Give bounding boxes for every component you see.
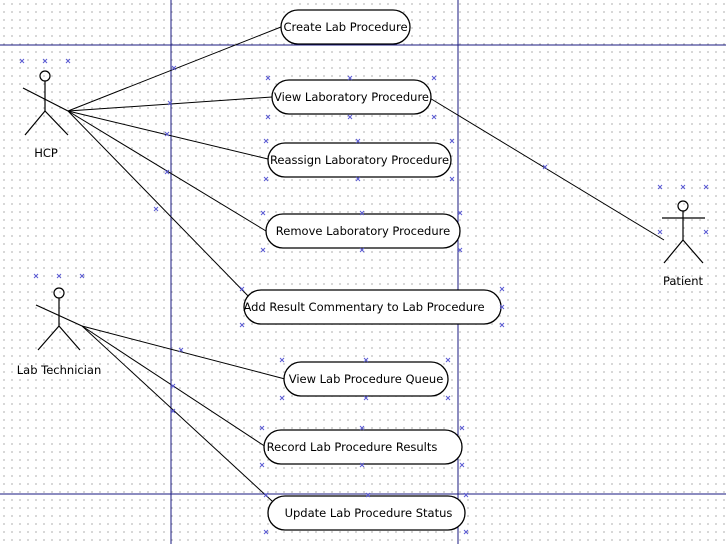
association-hcp-view[interactable] — [67, 96, 273, 112]
handle-mark — [260, 247, 266, 253]
association-hcp-remove[interactable] — [67, 110, 267, 232]
handle-mark — [153, 206, 159, 212]
actor-handles — [33, 273, 85, 279]
use-case-view-lab-procedure-queue[interactable]: View Lab Procedure Queue — [283, 361, 449, 397]
handle-mark — [260, 210, 266, 216]
handle-mark — [359, 462, 365, 468]
association-labtech-update[interactable] — [81, 325, 273, 502]
handle-mark — [431, 75, 437, 81]
handle-mark — [459, 462, 465, 468]
handle-mark — [263, 529, 269, 535]
handle-mark — [265, 114, 271, 120]
handle-mark — [355, 138, 361, 144]
handle-mark — [355, 176, 361, 182]
use-case-create-lab-procedure[interactable]: Create Lab Procedure — [280, 9, 411, 45]
handle-mark — [259, 462, 265, 468]
use-case-reassign-laboratory-procedure[interactable]: Reassign Laboratory Procedure — [267, 142, 452, 178]
handle-mark — [263, 492, 269, 498]
use-case-label: Add Result Commentary to Lab Procedure — [243, 300, 484, 314]
use-case-label: View Laboratory Procedure — [274, 90, 429, 104]
use-case-remove-laboratory-procedure[interactable]: Remove Laboratory Procedure — [265, 213, 461, 249]
use-case-selection-handles — [239, 75, 505, 535]
actor-label: HCP — [34, 146, 58, 160]
use-case-label: Create Lab Procedure — [283, 20, 407, 34]
handle-mark — [499, 322, 505, 328]
association-labtech-queue[interactable] — [81, 325, 286, 380]
handle-mark — [263, 176, 269, 182]
handle-mark — [449, 138, 455, 144]
handle-mark — [499, 286, 505, 292]
use-case-label: Remove Laboratory Procedure — [276, 224, 450, 238]
handle-mark — [463, 492, 469, 498]
handle-mark — [363, 357, 369, 363]
handle-mark — [459, 425, 465, 431]
use-case-label: Reassign Laboratory Procedure — [270, 153, 449, 167]
handle-mark — [449, 176, 455, 182]
handle-mark — [359, 425, 365, 431]
handle-mark — [542, 164, 548, 170]
handle-mark — [457, 210, 463, 216]
association-handles — [153, 65, 548, 414]
stick-figure-icon — [662, 200, 705, 264]
handle-mark — [178, 347, 184, 353]
handle-mark — [239, 322, 245, 328]
handle-mark — [239, 286, 245, 292]
use-case-update-lab-procedure-status[interactable]: Update Lab Procedure Status — [267, 495, 466, 531]
handle-mark — [171, 65, 177, 71]
actor-handles — [657, 184, 709, 235]
use-case-label: View Lab Procedure Queue — [289, 372, 444, 386]
handle-mark — [347, 114, 353, 120]
handle-mark — [170, 383, 176, 389]
handle-mark — [445, 357, 451, 363]
handle-mark — [457, 247, 463, 253]
handle-mark — [263, 138, 269, 144]
stick-figure-icon — [22, 70, 69, 136]
handle-mark — [347, 75, 353, 81]
handle-mark — [499, 304, 505, 310]
use-case-label: Record Lab Procedure Results — [267, 440, 438, 454]
handle-mark — [259, 425, 265, 431]
handle-mark — [164, 169, 170, 175]
handle-mark — [431, 114, 437, 120]
use-case-label: Update Lab Procedure Status — [285, 506, 453, 520]
stick-figure-icon — [35, 287, 83, 351]
handle-mark — [463, 529, 469, 535]
handle-mark — [359, 210, 365, 216]
handle-mark — [279, 357, 285, 363]
handle-mark — [265, 75, 271, 81]
actor-label: Patient — [663, 274, 704, 288]
actor-hcp[interactable]: HCP — [19, 58, 71, 160]
handle-mark — [365, 492, 371, 498]
handle-mark — [279, 395, 285, 401]
handle-mark — [170, 408, 176, 414]
handle-mark — [363, 395, 369, 401]
use-case-view-laboratory-procedure[interactable]: View Laboratory Procedure — [271, 79, 432, 115]
handle-mark — [164, 131, 170, 137]
use-case-add-result-commentary[interactable]: Add Result Commentary to Lab Procedure — [243, 289, 502, 325]
actor-patient[interactable]: Patient — [657, 184, 709, 288]
actor-lab-technician[interactable]: Lab Technician — [17, 273, 102, 377]
actor-label: Lab Technician — [17, 363, 102, 377]
handle-mark — [359, 247, 365, 253]
handle-mark — [445, 395, 451, 401]
handle-mark — [167, 100, 173, 106]
actor-handles — [19, 58, 71, 64]
association-hcp-commentary[interactable] — [67, 110, 253, 301]
use-case-record-lab-procedure-results[interactable]: Record Lab Procedure Results — [263, 429, 463, 465]
